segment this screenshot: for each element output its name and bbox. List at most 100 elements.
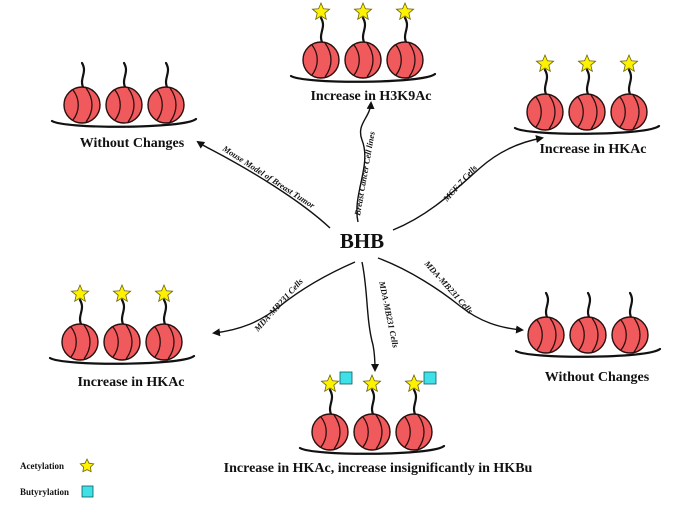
nucleosome bbox=[63, 86, 101, 124]
nucleosome bbox=[610, 93, 648, 131]
dna-strand bbox=[514, 347, 662, 358]
acetylation-star-icon bbox=[404, 373, 424, 393]
nucleosome-wrap bbox=[127, 87, 135, 123]
nucleosome bbox=[344, 41, 382, 79]
histone-tail bbox=[586, 291, 592, 321]
dna-strand bbox=[289, 72, 437, 83]
nucleosome-wrap bbox=[375, 414, 383, 450]
nucleosome bbox=[527, 316, 565, 354]
nucleosome-wrap bbox=[404, 416, 411, 448]
nucleosome-wrap bbox=[619, 96, 626, 128]
nucleosome bbox=[353, 413, 391, 451]
nucleosome bbox=[103, 323, 141, 361]
nucleosome-wrap bbox=[577, 96, 584, 128]
nucleosome-wrap bbox=[395, 44, 402, 76]
arrow-label-top: Breast Cancer Cell lines bbox=[352, 130, 377, 217]
acetylation-star-icon bbox=[577, 53, 597, 73]
nucleosome bbox=[145, 323, 183, 361]
nucleosome-wrap bbox=[83, 324, 91, 360]
nucleosome-wrap bbox=[125, 324, 133, 360]
arrow-label-top-right: MCF-7 Cells bbox=[440, 162, 479, 204]
histone-tail bbox=[543, 68, 549, 98]
nucleosome-wrap bbox=[169, 87, 177, 123]
acetylation-star-icon bbox=[353, 1, 373, 21]
acetylation-star-icon bbox=[320, 373, 340, 393]
nucleosome-wrap bbox=[156, 89, 163, 121]
arrow-label-bottom-left: MDA-MB231 Cells bbox=[251, 276, 305, 334]
nucleosome bbox=[526, 93, 564, 131]
histone-tail bbox=[628, 291, 634, 321]
outcome-top-right: Increase in HKAc bbox=[539, 142, 646, 157]
nucleosome-wrap bbox=[362, 416, 369, 448]
histone-tail bbox=[122, 61, 128, 91]
nucleosome-group-top bbox=[289, 1, 437, 83]
nucleosome bbox=[147, 86, 185, 124]
nucleosome bbox=[611, 316, 649, 354]
histone-tail bbox=[412, 388, 418, 418]
nucleosome-wrap bbox=[590, 94, 598, 130]
legend-acetylation-star-icon bbox=[79, 458, 95, 473]
nucleosome bbox=[569, 316, 607, 354]
nucleosome bbox=[386, 41, 424, 79]
histone-tail bbox=[403, 16, 409, 46]
nucleosome-wrap bbox=[632, 94, 640, 130]
nucleosome-wrap bbox=[324, 42, 332, 78]
histone-tail bbox=[328, 388, 334, 418]
histone-tail bbox=[120, 298, 126, 328]
nucleosome-wrap bbox=[167, 324, 175, 360]
outcome-top: Increase in H3K9Ac bbox=[310, 89, 431, 104]
nucleosome bbox=[302, 41, 340, 79]
butyrylation-square-icon bbox=[423, 371, 437, 385]
histone-tail bbox=[544, 291, 550, 321]
legend-butyrylation-label: Butyrylation bbox=[20, 487, 69, 497]
outcome-bottom-right: Without Changes bbox=[545, 370, 650, 385]
dna-strand bbox=[298, 444, 446, 455]
acetylation-star-icon bbox=[311, 1, 331, 21]
nucleosome-wrap bbox=[154, 326, 161, 358]
histone-tail bbox=[319, 16, 325, 46]
histone-tail bbox=[164, 61, 170, 91]
histone-tail bbox=[361, 16, 367, 46]
nucleosome-wrap bbox=[114, 89, 121, 121]
nucleosome-wrap bbox=[620, 319, 627, 351]
nucleosome-group-bottom-right bbox=[514, 291, 662, 358]
nucleosome-wrap bbox=[536, 319, 543, 351]
histone-tail bbox=[80, 61, 86, 91]
nucleosome-wrap bbox=[320, 416, 327, 448]
histone-tail bbox=[78, 298, 84, 328]
arrow-bottom bbox=[361, 261, 379, 372]
histone-tail bbox=[370, 388, 376, 418]
nucleosome-group-bottom-left bbox=[48, 283, 196, 365]
arrow-label-top-left: Mouse Model of Breast Tumor bbox=[220, 143, 317, 211]
histone-tail bbox=[162, 298, 168, 328]
nucleosome-wrap bbox=[633, 317, 641, 353]
acetylation-star-icon bbox=[70, 283, 90, 303]
dna-strand bbox=[50, 117, 198, 128]
nucleosome bbox=[568, 93, 606, 131]
dna-strand bbox=[48, 354, 196, 365]
nucleosome-wrap bbox=[353, 44, 360, 76]
outcome-bottom: Increase in HKAc, increase insignificant… bbox=[224, 461, 533, 476]
acetylation-star-icon bbox=[362, 373, 382, 393]
acetylation-star-icon bbox=[395, 1, 415, 21]
arrow-bottom-right bbox=[377, 257, 524, 334]
nucleosome bbox=[311, 413, 349, 451]
histone-tail bbox=[585, 68, 591, 98]
nucleosome-wrap bbox=[417, 414, 425, 450]
acetylation-star-icon bbox=[619, 53, 639, 73]
nucleosome-group-top-left bbox=[50, 61, 198, 128]
nucleosome-wrap bbox=[70, 326, 77, 358]
nucleosome-group-bottom bbox=[298, 371, 446, 455]
nucleosome-wrap bbox=[112, 326, 119, 358]
nucleosome bbox=[61, 323, 99, 361]
arrow-bottom-left bbox=[212, 261, 356, 337]
nucleosome-wrap bbox=[578, 319, 585, 351]
outcome-bottom-left: Increase in HKAc bbox=[77, 375, 184, 390]
dna-strand bbox=[513, 124, 661, 135]
arrow-top-right bbox=[392, 135, 544, 231]
arrow-top-left bbox=[196, 140, 331, 229]
butyrylation-square-icon bbox=[339, 371, 353, 385]
outcome-top-left: Without Changes bbox=[80, 136, 185, 151]
nucleosome-wrap bbox=[535, 96, 542, 128]
